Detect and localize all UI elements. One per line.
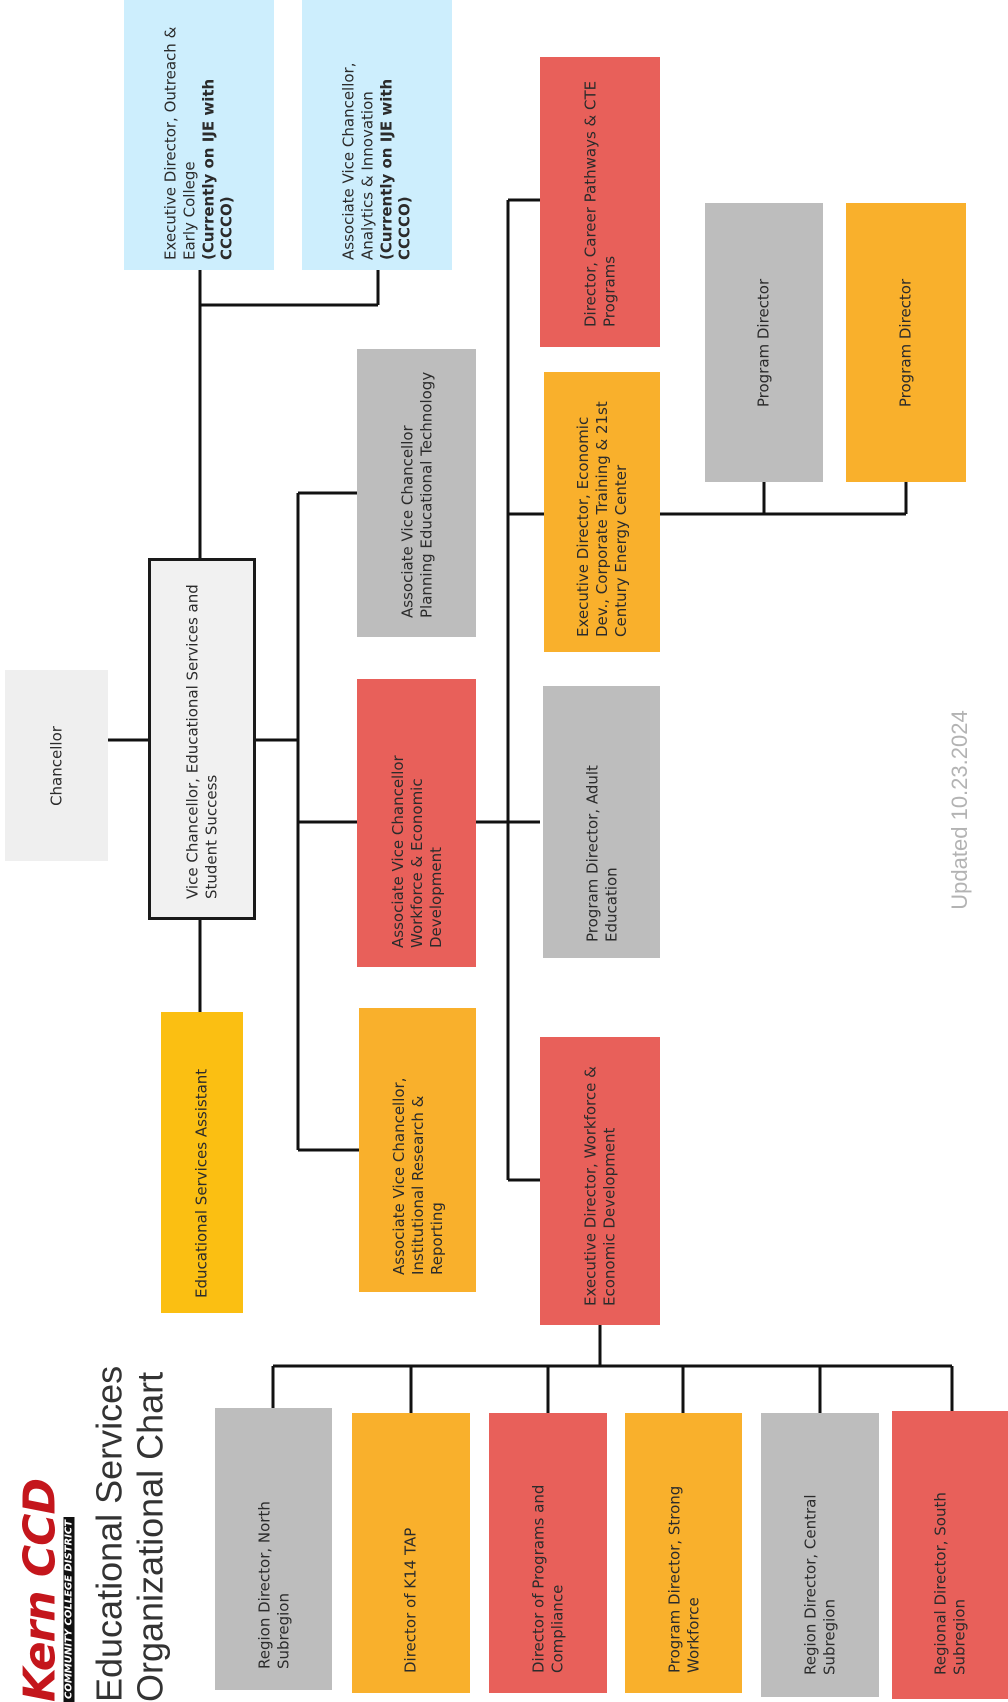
avc-planning-box: Associate Vice Chancellor Planning Educa… [357,349,476,637]
chancellor-label: Chancellor [47,725,66,806]
program-director-1-label: Program Director [754,278,773,407]
page-title-line2: Organizational Chart [130,1371,171,1702]
program-dir-strong-label: Program Director, Strong Workforce [664,1485,702,1673]
avc-workforce-label: Associate Vice Chancellor Workforce & Ec… [388,755,444,948]
avc-planning-label: Associate Vice Chancellor Planning Educa… [397,371,435,618]
program-dir-adult-box: Program Director, Adult Education [543,686,660,958]
logo-subtitle-wrap: COMMUNITY COLLEGE DISTRICT [57,1400,76,1702]
exec-dir-outreach-text: Executive Director, Outreach & Early Col… [162,10,237,260]
ed-services-assistant-label: Educational Services Assistant [192,1068,211,1298]
vice-chancellor-label: Vice Chancellor, Educational Services an… [183,584,220,899]
dir-k14-label: Director of K14 TAP [401,1527,420,1673]
regional-south-box: Regional Director, South Subregion [892,1411,1008,1699]
exec-dir-workforce-box: Executive Director, Workforce & Economic… [540,1037,660,1325]
dir-programs-compliance-label: Director of Programs and Compliance [529,1484,566,1673]
region-central-label: Region Director, Central Subregion [801,1494,838,1675]
avc-analytics-note: (Currently on IJE with CCCCO) [377,78,414,260]
program-dir-strong-box: Program Director, Strong Workforce [625,1413,742,1693]
dir-career-pathways-label: Director, Career Pathways & CTE Programs [581,80,618,327]
vice-chancellor-box: Vice Chancellor, Educational Services an… [148,558,256,920]
exec-dir-outreach-note: (Currently on IJE with CCCCO) [199,78,236,260]
logo-subtitle: COMMUNITY COLLEGE DISTRICT [63,1516,75,1702]
exec-dir-economic-label: Executive Director, Economic Dev., Corpo… [573,401,630,637]
page-title-line1: Educational Services [88,1365,130,1702]
avc-workforce-box: Associate Vice Chancellor Workforce & Ec… [357,679,476,967]
updated-stamp-wrap: Updated 10.23.2024 [935,680,985,940]
avc-analytics-text: Associate Vice Chancellor, Analytics & I… [339,10,415,261]
program-director-2-label: Program Director [896,278,915,407]
dir-k14-box: Director of K14 TAP [352,1413,470,1693]
dir-programs-compliance-box: Director of Programs and Compliance [489,1413,607,1693]
region-north-box: Region Director, North Subregion [215,1408,332,1690]
page-title: Educational Services Organizational Char… [88,1365,172,1702]
region-north-label: Region Director, North Subregion [254,1501,292,1669]
exec-dir-economic-box: Executive Director, Economic Dev., Corpo… [544,372,660,652]
avc-analytics-box: Associate Vice Chancellor, Analytics & I… [302,0,452,270]
exec-dir-outreach-label: Executive Director, Outreach & Early Col… [161,26,199,260]
region-central-box: Region Director, Central Subregion [761,1413,879,1697]
chancellor-box: Chancellor [5,670,108,861]
regional-south-label: Regional Director, South Subregion [931,1492,968,1675]
ed-services-assistant-box: Educational Services Assistant [161,1012,243,1313]
program-director-1-box: Program Director [705,203,823,482]
updated-stamp: Updated 10.23.2024 [947,710,972,910]
exec-dir-outreach-box: Executive Director, Outreach & Early Col… [124,0,274,270]
program-director-2-box: Program Director [846,203,966,482]
exec-dir-workforce-label: Executive Director, Workforce & Economic… [581,1066,618,1306]
avc-analytics-label: Associate Vice Chancellor, Analytics & I… [339,62,377,261]
program-dir-adult-label: Program Director, Adult Education [582,765,620,942]
dir-career-pathways-box: Director, Career Pathways & CTE Programs [540,57,660,347]
title-block: Kern CCD COMMUNITY COLLEGE DISTRICT Educ… [0,1366,171,1702]
avc-research-label: Associate Vice Chancellor, Institutional… [389,1077,445,1276]
avc-research-box: Associate Vice Chancellor, Institutional… [359,1008,476,1292]
